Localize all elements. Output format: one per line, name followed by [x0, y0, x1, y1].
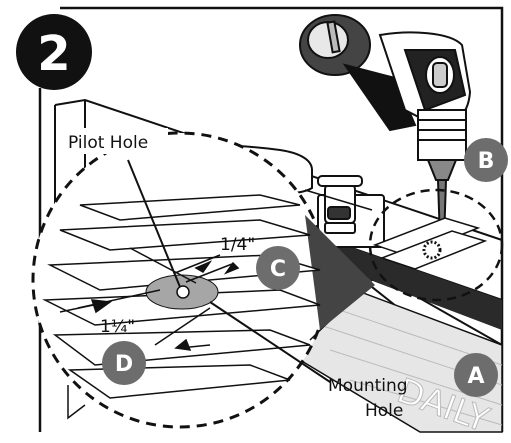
zoom-left-edge [67, 385, 86, 420]
mounting-hole-label-line1: Mounting [328, 376, 408, 396]
frame-border [60, 6, 504, 432]
dimension-quarter-inch [129, 247, 240, 284]
callout-b: B [464, 138, 508, 182]
callout-a: A [454, 353, 498, 397]
step-number: 2 [37, 26, 70, 82]
pilot-hole-label: Pilot Hole [68, 133, 148, 153]
callout-c-letter: C [270, 257, 286, 282]
callout-d-letter: D [115, 352, 133, 377]
mounting-hole-label-line2: Hole [365, 401, 403, 421]
drill-contact-slats [372, 217, 488, 270]
zoom-arrow [305, 215, 375, 330]
pilot-hole-label-bg [64, 128, 168, 154]
step-badge: 2 [16, 14, 92, 90]
callout-c: C [256, 246, 300, 290]
drill-detail-circle [368, 188, 504, 302]
leader-lines [127, 159, 331, 383]
mounting-bracket [317, 175, 385, 248]
callout-d: D [102, 341, 146, 385]
drill-shavings [422, 240, 442, 260]
dimension-one-quarter-inch [59, 289, 211, 351]
dimension-quarter-label: 1/4" [220, 235, 255, 255]
awning-edge-shade [302, 230, 502, 330]
pilot-hole [176, 285, 190, 299]
dimension-one-quarter-label: 1¼" [100, 317, 135, 337]
cordless-drill [299, 14, 472, 241]
callout-a-letter: A [467, 364, 484, 389]
callout-b-letter: B [478, 149, 495, 174]
